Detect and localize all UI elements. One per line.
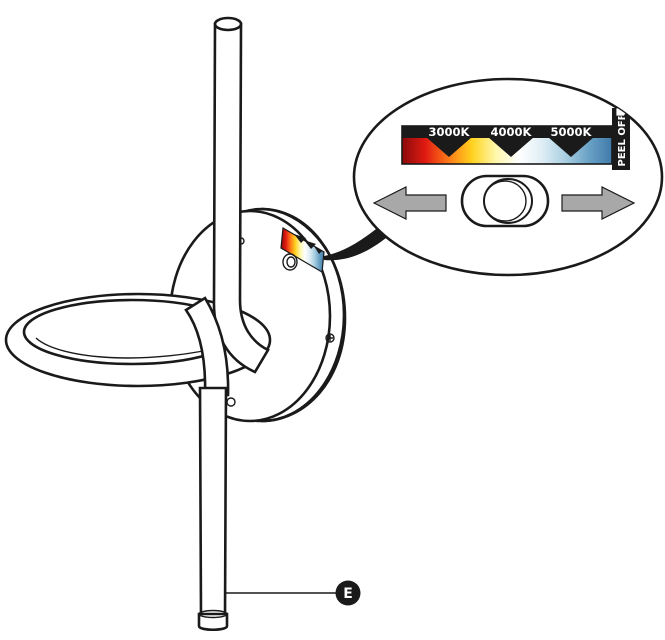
- callout-letter: E: [343, 586, 353, 602]
- callout-e: E: [226, 580, 361, 606]
- notch-3000k: [426, 137, 472, 157]
- cct-sticker-small: [280, 227, 325, 273]
- end-cap: [197, 612, 229, 632]
- arrow-right-icon: [561, 186, 636, 220]
- tube-bend: [184, 296, 230, 397]
- label-3000k: 3000K: [429, 125, 471, 139]
- label-5000k: 5000K: [551, 125, 593, 139]
- peel-off-label: PEEL OFF: [617, 113, 628, 166]
- zoom-bubble: 3000K 4000K 5000K PEEL OFF: [324, 77, 664, 277]
- peel-off-tab: [612, 108, 630, 170]
- cct-switch-small: [282, 253, 298, 271]
- notch-5000k: [548, 137, 594, 157]
- zoom-pointer: [324, 226, 386, 261]
- notch-4000k: [488, 137, 534, 157]
- arrow-left-icon: [372, 186, 447, 220]
- lower-tube: [197, 386, 229, 632]
- screw-icon: [325, 333, 335, 343]
- label-4000k: 4000K: [491, 125, 533, 139]
